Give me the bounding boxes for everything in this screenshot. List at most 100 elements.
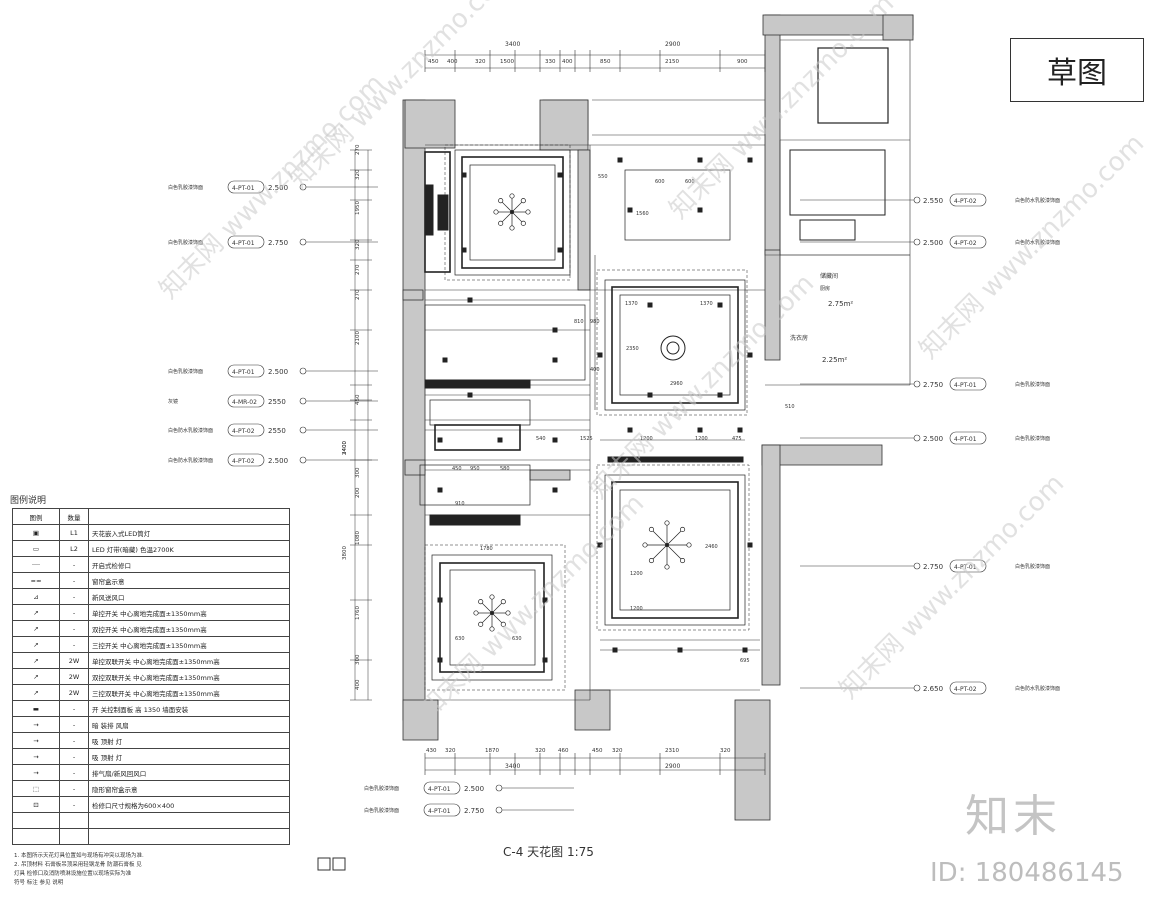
callout-tag-box	[227, 235, 265, 249]
chandelier-bulb	[500, 621, 506, 627]
chandelier-arm	[500, 211, 513, 224]
callout-note: 白色乳胶漆饰面	[168, 368, 203, 375]
dim-label: 400	[562, 59, 573, 65]
wall-segment	[577, 149, 591, 291]
callout-height: 2.500	[464, 785, 484, 793]
dim-label: 320	[445, 748, 456, 754]
chandelier-center	[490, 611, 494, 615]
legend-symbol-icon: →	[12, 748, 60, 765]
legend-desc: 单控开关 中心离地完成面±1350mm高	[88, 604, 290, 621]
brand-watermark: 知末	[965, 791, 1061, 842]
callout-note: 白色乳胶漆饰面	[168, 184, 203, 191]
legend-desc: 检修口尺寸规格为600×400	[88, 796, 290, 813]
legend-desc: 吸 顶射 灯	[88, 732, 290, 749]
room-area: 2.75m²	[828, 300, 853, 308]
image-id: ID: 180486145	[930, 858, 1124, 888]
legend-desc: 排气扇/新风回风口	[88, 764, 290, 781]
chandelier-bulb	[500, 599, 506, 605]
dark-bar	[429, 514, 521, 526]
chandelier-bulb	[642, 542, 648, 548]
legend-qty: -	[59, 780, 89, 797]
pendant-light-icon	[660, 335, 686, 361]
ceiling-panel	[449, 569, 536, 666]
callout-marker	[913, 380, 921, 388]
legend-header-symbol: 图例	[12, 508, 60, 525]
callout-height: 2.750	[923, 381, 943, 389]
ceiling-panel	[424, 304, 586, 381]
led-strip	[596, 269, 748, 416]
chandelier-arm	[511, 211, 524, 224]
legend-qty: -	[59, 700, 89, 717]
downlight-icon	[557, 172, 563, 178]
ceiling-panel	[439, 562, 545, 673]
dim-label: 450	[355, 394, 361, 405]
dim-label: 2400	[342, 441, 348, 455]
dim-label: 2460	[705, 544, 718, 550]
chandelier-center	[665, 543, 669, 547]
chandelier-bulb	[509, 193, 515, 199]
callout-note: 白色防水乳胶漆饰面	[168, 427, 213, 434]
dim-label: 900	[737, 59, 748, 65]
legend-symbol-icon: ↗	[12, 636, 60, 653]
downlight-icon	[542, 597, 548, 603]
callout-note: 白色防水乳胶漆饰面	[168, 457, 213, 464]
callout-height: 2.750	[464, 807, 484, 815]
callout-marker	[299, 238, 307, 246]
dim-label: 600	[655, 179, 665, 185]
legend-row: →-暗 装排 风扇	[12, 716, 290, 733]
legend-qty: 2W	[59, 684, 89, 701]
legend-qty: 2W	[59, 652, 89, 669]
dim-label: 1080	[355, 531, 361, 545]
callout-marker	[913, 238, 921, 246]
callout-marker	[299, 397, 307, 405]
legend-desc: 开 关控制面板 高 1350 墙面安装	[88, 700, 290, 717]
chandelier-arm	[500, 200, 513, 213]
wall-segment	[882, 14, 914, 41]
legend-desc: 暗 装排 风扇	[88, 716, 290, 733]
dim-label: 430	[426, 748, 437, 754]
legend-symbol-icon: ↗	[12, 604, 60, 621]
downlight-icon	[627, 207, 633, 213]
chandelier-bulb	[525, 209, 531, 215]
wall-segment	[764, 249, 781, 361]
callout-note: 白色防水乳胶漆饰面	[1015, 239, 1060, 246]
dark-bar	[437, 194, 449, 231]
dim-label: 460	[558, 748, 569, 754]
chandelier-bulb	[686, 542, 692, 548]
dim-label: 2900	[665, 763, 680, 770]
dim-label: 950	[470, 466, 480, 472]
legend-qty: -	[59, 620, 89, 637]
downlight-icon	[717, 392, 723, 398]
legend-qty: -	[59, 572, 89, 589]
legend-symbol-icon: →	[12, 732, 60, 749]
callout-height: 2550	[268, 427, 286, 435]
dim-label: 910	[455, 501, 465, 507]
dim-label: 330	[545, 59, 556, 65]
dim-label: 400	[355, 679, 361, 690]
chandelier-bulb	[520, 198, 526, 204]
dim-label: 1870	[485, 748, 499, 754]
sketch-stamp: 草图	[1010, 38, 1144, 102]
downlight-icon	[647, 392, 653, 398]
dim-label: 400	[590, 367, 600, 373]
callout-tag: 4-PT-01	[232, 240, 255, 247]
legend-title: 图例说明	[10, 496, 47, 506]
chandelier-icon	[642, 520, 692, 570]
chandelier-bulb	[509, 225, 515, 231]
callout-note: 白色防水乳胶漆饰面	[1015, 197, 1060, 204]
legend-qty: -	[59, 556, 89, 573]
downlight-icon	[677, 647, 683, 653]
callout-note: 白色乳胶漆饰面	[364, 785, 399, 792]
legend-desc: LED 灯带(暗藏) 色温2700K	[88, 540, 290, 557]
dim-label: 600	[685, 179, 695, 185]
downlight-icon	[737, 427, 743, 433]
downlight-icon	[467, 392, 473, 398]
downlight-icon	[467, 297, 473, 303]
